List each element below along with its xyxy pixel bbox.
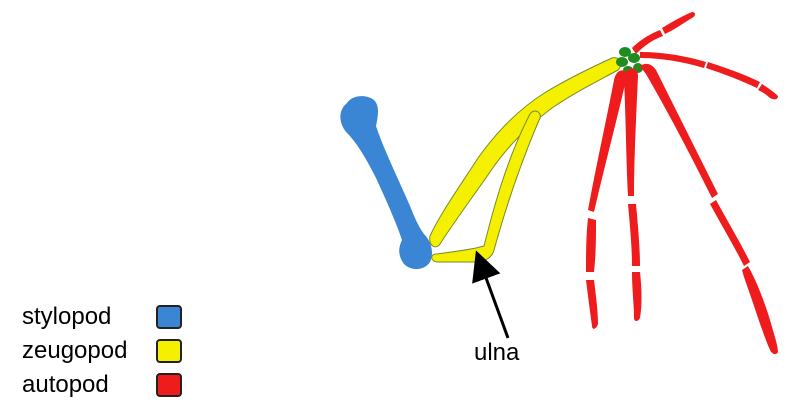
ulna-pointer-arrow xyxy=(478,256,508,338)
phalanx xyxy=(640,64,718,198)
legend-label: stylopod xyxy=(22,303,111,331)
digit-3 xyxy=(640,64,778,354)
phalanx xyxy=(662,12,695,34)
legend-label: autopod xyxy=(22,371,109,399)
carpal-bone xyxy=(628,53,640,63)
legend: stylopod zeugopod autopod xyxy=(22,301,197,403)
legend-item-zeugopod: zeugopod xyxy=(22,335,197,369)
phalanx xyxy=(742,266,778,354)
ulna-bone xyxy=(432,111,541,262)
humerus-bone xyxy=(340,96,432,269)
phalanx xyxy=(706,62,760,88)
phalanx xyxy=(624,68,638,196)
phalanx xyxy=(588,70,627,212)
legend-swatch-autopod xyxy=(156,373,182,397)
phalanx xyxy=(632,30,663,54)
legend-item-stylopod: stylopod xyxy=(22,301,197,335)
digit-5 xyxy=(586,70,627,328)
phalanx xyxy=(628,204,640,266)
legend-item-autopod: autopod xyxy=(22,369,197,403)
legend-label: zeugopod xyxy=(22,337,127,365)
digit-4 xyxy=(624,68,642,321)
phalanx xyxy=(586,218,596,272)
phalanx xyxy=(632,272,642,321)
digit-1 xyxy=(632,12,695,54)
legend-swatch-stylopod xyxy=(156,305,182,329)
phalanx xyxy=(758,84,778,99)
phalanx xyxy=(586,280,598,329)
phalanx xyxy=(710,200,750,266)
carpal-bone xyxy=(616,57,628,67)
legend-swatch-zeugopod xyxy=(156,339,182,363)
ulna-label: ulna xyxy=(474,339,519,367)
